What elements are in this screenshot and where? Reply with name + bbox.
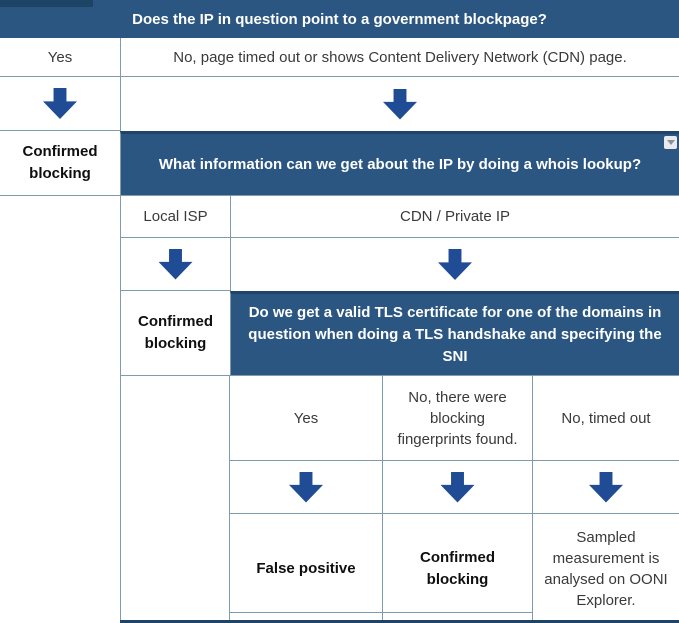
down-arrow-icon xyxy=(289,471,323,503)
answer-yes-2-cell: Yes xyxy=(230,376,382,461)
empty-gutter-cell xyxy=(120,376,230,623)
answer-no-timeout-cell: No, timed out xyxy=(532,376,679,461)
down-arrow-icon xyxy=(383,88,417,120)
down-arrow-icon xyxy=(438,249,472,280)
question-tls-cell: Do we get a valid TLS certificate for on… xyxy=(230,291,679,376)
dropdown-marker-icon[interactable] xyxy=(664,136,677,149)
answer-cdn-private-cell: CDN / Private IP xyxy=(230,196,679,238)
question-whois-cell: What information can we get about the IP… xyxy=(120,131,679,196)
answer-no-fingerprints-cell: No, there were blocking fingerprints fou… xyxy=(382,376,532,461)
arrow-cell xyxy=(532,461,679,514)
outcome-confirmed-1-cell: Confirmed blocking xyxy=(0,131,120,196)
arrow-cell xyxy=(382,461,532,514)
answer-no-cdn-cell: No, page timed out or shows Content Deli… xyxy=(120,38,679,77)
down-arrow-icon xyxy=(43,88,77,119)
arrow-cell xyxy=(0,77,120,131)
arrow-cell xyxy=(120,77,679,131)
arrow-cell xyxy=(230,238,679,291)
next-row-top-edge xyxy=(120,620,679,623)
down-arrow-icon xyxy=(589,471,623,503)
outcome-false-positive-cell: False positive xyxy=(256,559,356,577)
arrow-cell xyxy=(230,461,382,514)
question-blockpage-text: Does the IP in question point to a gover… xyxy=(132,10,547,28)
caret-down-icon xyxy=(666,140,675,145)
table-border xyxy=(230,612,532,613)
down-arrow-icon xyxy=(158,248,193,280)
outcome-sampled-cell: Sampled measurement is analysed on OONI … xyxy=(532,514,679,623)
outcome-confirmed-3-cell: Confirmed blocking xyxy=(382,514,532,623)
question-blockpage-cell: Does the IP in question point to a gover… xyxy=(0,0,679,38)
outcome-confirmed-2-cell: Confirmed blocking xyxy=(120,291,230,376)
question-whois-text: What information can we get about the IP… xyxy=(158,155,642,173)
arrow-cell xyxy=(120,238,230,291)
answer-yes-1-cell: Yes xyxy=(0,38,120,77)
header-top-shade xyxy=(0,0,93,7)
down-arrow-icon xyxy=(440,471,475,503)
answer-local-isp-cell: Local ISP xyxy=(120,196,230,238)
